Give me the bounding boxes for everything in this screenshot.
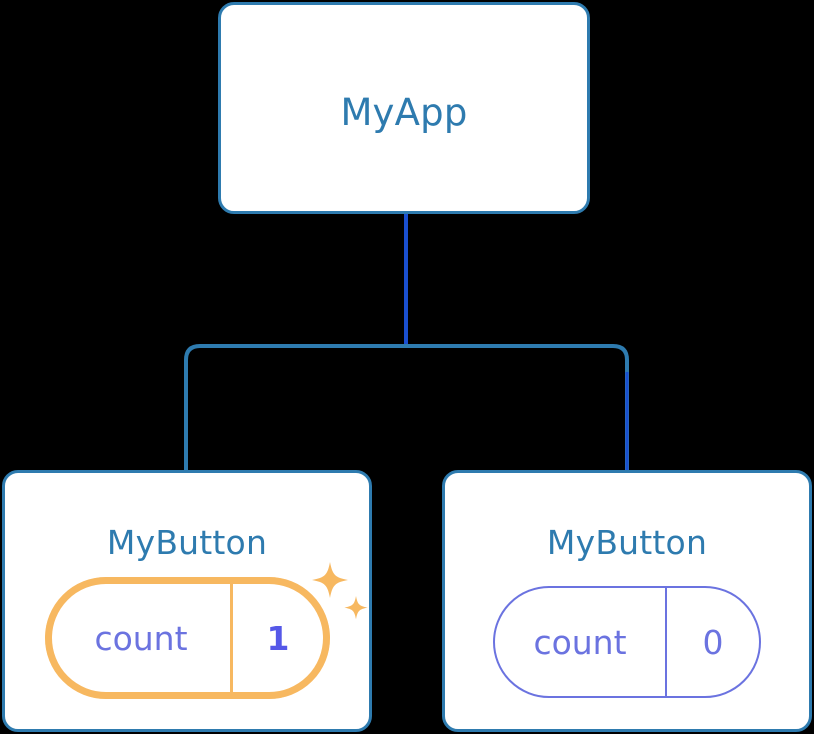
state-pill-right[interactable]: count 0 <box>493 586 763 700</box>
node-myapp[interactable]: MyApp <box>218 2 590 214</box>
edge-root-to-left-child <box>184 344 406 470</box>
state-pill-right-body[interactable]: count 0 <box>493 586 761 698</box>
state-pill-left-body[interactable]: count 1 <box>45 577 330 699</box>
node-mybutton-right-label: MyButton <box>546 523 708 562</box>
state-pill-right-key: count <box>495 588 667 696</box>
state-pill-left-value: 1 <box>266 618 290 658</box>
node-mybutton-left-label: MyButton <box>106 523 268 562</box>
edge-root-to-right-child <box>406 344 629 470</box>
state-pill-left-key: count <box>52 584 233 692</box>
state-pill-right-value: 0 <box>702 622 724 662</box>
node-myapp-label: MyApp <box>340 91 468 134</box>
state-pill-left[interactable]: count 1 <box>30 562 350 714</box>
